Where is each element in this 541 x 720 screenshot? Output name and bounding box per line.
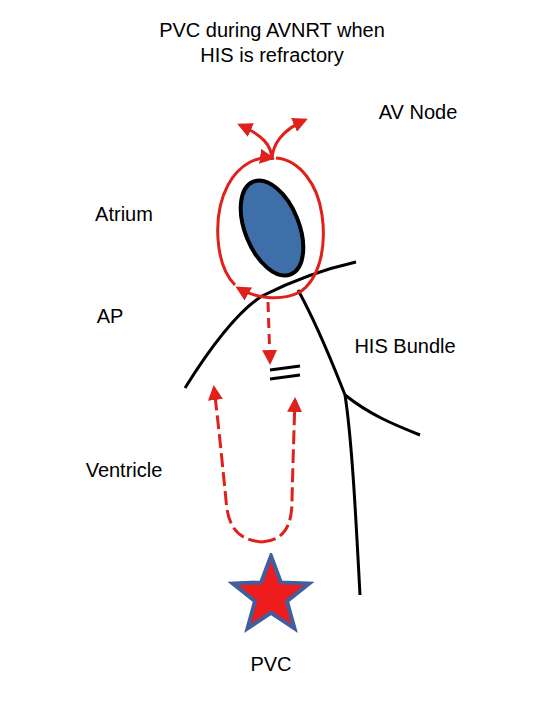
exit-arrow (240, 125, 272, 160)
diagram-title: PVC during AVNRT when HIS is refractory (157, 18, 387, 68)
retrograde-path (214, 388, 262, 542)
star-shape (233, 556, 309, 628)
region-label: AP (97, 304, 124, 329)
pvc-star: PVC (228, 553, 314, 678)
star-symbol (228, 553, 314, 639)
his-bundle (298, 290, 360, 595)
exit-arrow (272, 120, 305, 160)
region-label: HIS Bundle (354, 334, 455, 359)
node-label: PVC (250, 653, 291, 676)
bundle-branch (345, 395, 420, 435)
block-bar (270, 366, 300, 370)
atrial-line (185, 262, 356, 388)
av-node-oval (228, 172, 316, 285)
region-label: Ventricle (86, 458, 163, 483)
region-label: Atrium (95, 202, 153, 227)
retrograde-path (262, 400, 295, 542)
block-bar (270, 375, 300, 379)
region-label: AV Node (379, 100, 458, 125)
blocked-path (268, 302, 270, 362)
